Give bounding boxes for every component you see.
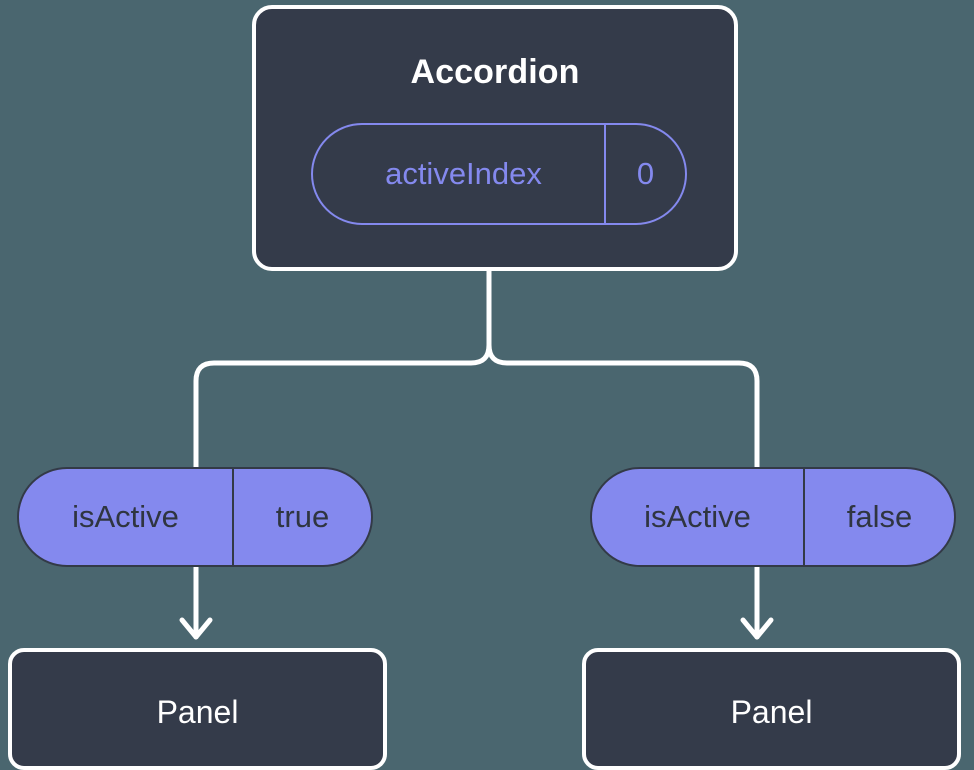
- component-title-accordion: Accordion: [410, 53, 580, 91]
- component-node-panel-left[interactable]: Panel: [8, 648, 387, 770]
- state-pill-value: 0: [604, 125, 685, 223]
- prop-pill-isactive-false[interactable]: isActive false: [590, 467, 956, 567]
- prop-pill-key: isActive: [72, 499, 179, 534]
- arrow-head-right-icon: [740, 617, 774, 640]
- state-pill-key: activeIndex: [385, 156, 542, 191]
- connector-branch-right: [486, 342, 760, 470]
- prop-pill-key: isActive: [644, 499, 751, 534]
- component-node-panel-right[interactable]: Panel: [582, 648, 961, 770]
- prop-pill-value: true: [232, 469, 371, 565]
- component-title-panel-right: Panel: [730, 694, 813, 730]
- prop-pill-isactive-true[interactable]: isActive true: [17, 467, 373, 567]
- component-title-panel-left: Panel: [156, 694, 239, 730]
- component-node-accordion[interactable]: Accordion activeIndex 0: [252, 5, 738, 271]
- connector-branch-left: [193, 342, 492, 470]
- prop-pill-value: false: [803, 469, 954, 565]
- state-pill-activeindex[interactable]: activeIndex 0: [311, 123, 687, 225]
- arrow-head-left-icon: [179, 617, 213, 640]
